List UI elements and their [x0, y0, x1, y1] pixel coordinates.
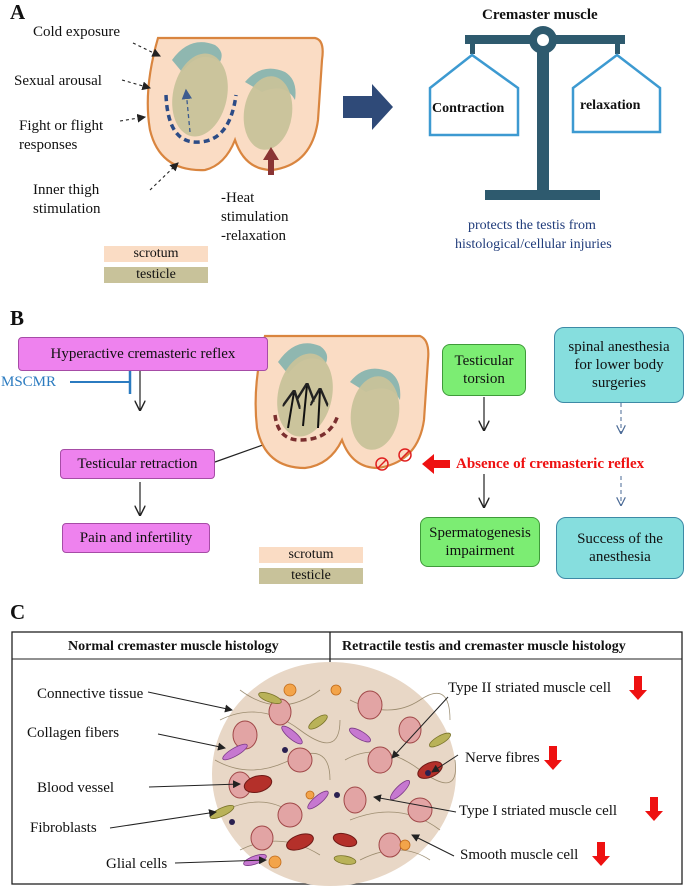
normal-histology-title: Normal cremaster muscle histology: [68, 639, 279, 654]
balance-caption-2: histological/cellular injuries: [455, 237, 612, 252]
legend-testicle-a: testicle: [104, 267, 208, 283]
balance-right-label: relaxation: [580, 98, 641, 113]
label-collagen-fibers: Collagen fibers: [27, 725, 120, 741]
torsion-line-1: Testicular: [454, 353, 514, 369]
label-fight-flight-1: Fight or flight: [19, 118, 104, 134]
panel-b-diagram: [70, 334, 685, 600]
retractile-histology-title: Retractile testis and cremaster muscle h…: [342, 639, 626, 654]
spinal-line-3: surgeries: [592, 375, 646, 391]
panel-a-diagram: [119, 26, 662, 200]
big-arrow-icon: [343, 84, 393, 130]
prohibited-icon-2: [398, 448, 412, 462]
label-blood-vessel: Blood vessel: [37, 780, 115, 796]
label-cold-exposure: Cold exposure: [33, 24, 121, 40]
pain-infertility-box: Pain and infertility: [62, 523, 210, 553]
legend-scrotum-b: scrotum: [259, 547, 363, 563]
sperm-line-1: Spermatogenesis: [429, 525, 531, 541]
down-arrow-icons: [544, 676, 663, 866]
prohibited-icon-1: [375, 457, 389, 471]
absence-arrow-icon: [422, 454, 450, 474]
hyperactive-reflex-box: Hyperactive cremasteric reflex: [18, 337, 268, 371]
spinal-anesthesia-box: spinal anesthesia for lower body surgeri…: [554, 327, 684, 403]
label-connective-tissue: Connective tissue: [37, 686, 144, 702]
heat-arrow-icon: [263, 147, 279, 175]
label-smooth-muscle-cell: Smooth muscle cell: [460, 847, 579, 863]
label-fight-flight-2: responses: [19, 137, 78, 153]
mscmr-label: MSCMR: [1, 374, 57, 390]
legend-testicle-b: testicle: [259, 568, 363, 584]
testicle-right-b: [350, 368, 401, 450]
testicular-torsion-box: Testicular torsion: [442, 344, 526, 396]
sperm-line-2: impairment: [445, 543, 515, 559]
cremaster-path-b: [273, 414, 340, 442]
success-line-1: Success of the: [577, 531, 663, 547]
label-heat-3: -relaxation: [221, 228, 286, 244]
label-type-i-cell: Type I striated muscle cell: [459, 803, 618, 819]
panel-b-letter: B: [10, 306, 25, 330]
label-heat-1: -Heat: [221, 190, 255, 206]
spinal-line-1: spinal anesthesia: [568, 339, 670, 355]
label-inner-thigh-1: Inner thigh: [33, 182, 100, 198]
label-inner-thigh-2: stimulation: [33, 201, 101, 217]
label-fibroblasts: Fibroblasts: [30, 820, 97, 836]
testicle-left-a: [172, 42, 228, 137]
panel-c-diagram: [11, 631, 683, 886]
testicle-right-a: [243, 68, 296, 150]
balance-title: Cremaster muscle: [482, 7, 598, 23]
label-nerve-fibres: Nerve fibres: [465, 750, 540, 766]
label-heat-2: stimulation: [221, 209, 289, 225]
success-anesthesia-box: Success of the anesthesia: [556, 517, 684, 579]
success-line-2: anesthesia: [589, 549, 651, 565]
label-glial-cells: Glial cells: [106, 856, 168, 872]
testicular-retraction-box: Testicular retraction: [60, 449, 215, 479]
balance-left-label: Contraction: [432, 101, 505, 116]
legend-scrotum-a: scrotum: [104, 246, 208, 262]
torsion-line-2: torsion: [463, 371, 505, 387]
panel-c-letter: C: [10, 600, 26, 624]
histology-circle-right: [330, 662, 456, 886]
label-sexual-arousal: Sexual arousal: [14, 73, 102, 89]
spermatogenesis-box: Spermatogenesis impairment: [420, 517, 540, 567]
cremaster-path-a: [164, 94, 238, 144]
histology-circle-left: [212, 662, 330, 886]
absence-reflex-label: Absence of cremasteric reflex: [456, 456, 645, 472]
spinal-line-2: for lower body: [574, 357, 664, 373]
balance-caption-1: protects the testis from: [468, 218, 596, 233]
balance-scale-icon: [428, 26, 662, 200]
panel-a-letter: A: [10, 0, 26, 24]
label-type-ii-cell: Type II striated muscle cell: [448, 680, 612, 696]
